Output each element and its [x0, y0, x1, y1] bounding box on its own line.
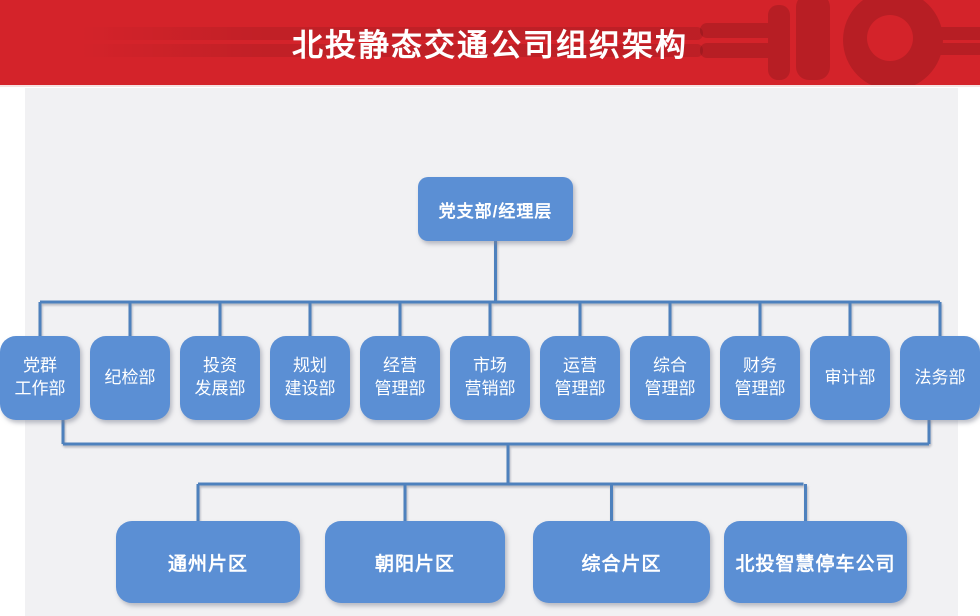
dept-node: 审计部 [810, 336, 890, 420]
header-divider [0, 85, 980, 87]
header-banner: 北投静态交通公司组织架构 [0, 0, 980, 85]
dept-node: 纪检部 [90, 336, 170, 420]
dept-node: 法务部 [900, 336, 980, 420]
dept-node: 党群 工作部 [0, 336, 80, 420]
dept-node: 运营 管理部 [540, 336, 620, 420]
dept-node: 市场 营销部 [450, 336, 530, 420]
dept-node: 经营 管理部 [360, 336, 440, 420]
region-node: 朝阳片区 [325, 521, 505, 603]
department-row: 党群 工作部 纪检部 投资 发展部 规划 建设部 经营 管理部 市场 营销部 运… [0, 336, 980, 420]
dept-node: 财务 管理部 [720, 336, 800, 420]
dept-node: 投资 发展部 [180, 336, 260, 420]
region-node: 综合片区 [533, 521, 710, 603]
root-node: 党支部/经理层 [418, 177, 573, 241]
page-title: 北投静态交通公司组织架构 [292, 28, 688, 63]
region-node: 北投智慧停车公司 [724, 521, 907, 603]
region-node: 通州片区 [116, 521, 300, 603]
dept-node: 综合 管理部 [630, 336, 710, 420]
dept-node: 规划 建设部 [270, 336, 350, 420]
big-logo-decor [78, 0, 980, 85]
